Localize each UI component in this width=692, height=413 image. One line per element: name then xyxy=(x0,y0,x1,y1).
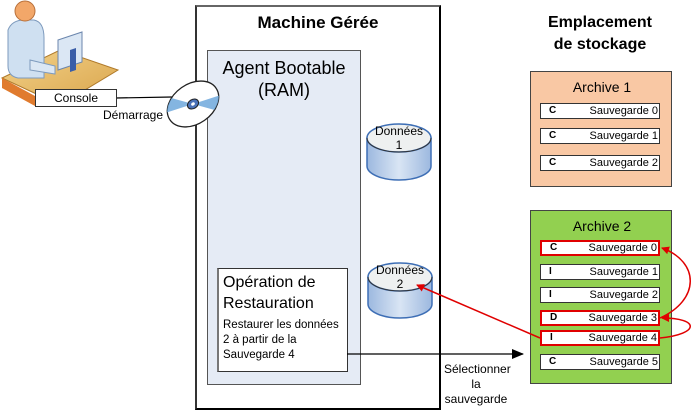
backup-name: Sauvegarde 4 xyxy=(588,332,658,344)
restore-operation-title: Opération de Restauration xyxy=(223,272,316,314)
backup-type: D xyxy=(550,312,558,323)
select-backup-label: Sélectionner la sauvegarde xyxy=(444,362,511,407)
console-label: Console xyxy=(35,89,117,107)
backup-name: Sauvegarde 2 xyxy=(589,157,659,169)
restore-operation-description: Restaurer les données 2 à partir de la S… xyxy=(223,318,339,363)
archive-title: Archive 2 xyxy=(572,218,632,234)
restore-operation-box xyxy=(217,268,348,372)
backup-name: Sauvegarde 3 xyxy=(588,312,658,324)
archive-title: Archive 1 xyxy=(572,79,632,95)
select-label-line1: Sélectionner xyxy=(444,362,511,376)
managed-machine-title: Machine Gérée xyxy=(257,13,379,32)
select-label-line3: sauvegarde xyxy=(444,392,508,406)
backup-name: Sauvegarde 1 xyxy=(589,266,659,278)
op-desc-line3: Sauvegarde 4 xyxy=(223,349,295,361)
backup-name: Sauvegarde 1 xyxy=(589,130,659,142)
agent-title-line1: Agent Bootable xyxy=(222,58,346,78)
backup-row[interactable]: C Sauvegarde 1 xyxy=(540,128,660,144)
backup-name: Sauvegarde 2 xyxy=(589,289,659,301)
op-desc-line1: Restaurer les données xyxy=(223,319,339,331)
backup-row[interactable]: I Sauvegarde 1 xyxy=(540,264,660,280)
backup-type: C xyxy=(549,157,557,168)
backup-name: Sauvegarde 0 xyxy=(589,105,659,117)
storage-title-line1: Emplacement xyxy=(547,14,653,31)
op-title-line1: Opération de xyxy=(223,274,316,291)
backup-type: C xyxy=(549,356,557,367)
boot-label: Démarrage xyxy=(103,108,164,122)
op-title-line2: Restauration xyxy=(223,295,314,312)
volume-label-line2: 1 xyxy=(395,138,403,152)
data-volume-1-label: Données 1 xyxy=(367,124,431,152)
op-desc-line2: 2 à partir de la xyxy=(223,334,297,346)
backup-row[interactable]: I Sauvegarde 2 xyxy=(540,287,660,303)
backup-type: C xyxy=(549,130,557,141)
backup-row-highlighted[interactable]: C Sauvegarde 0 xyxy=(540,240,660,256)
backup-row[interactable]: C Sauvegarde 2 xyxy=(540,155,660,171)
backup-row[interactable]: C Sauvegarde 5 xyxy=(540,354,660,370)
backup-type: I xyxy=(550,332,553,343)
backup-row[interactable]: C Sauvegarde 0 xyxy=(540,103,660,119)
volume-label-line2: 2 xyxy=(396,277,404,291)
backup-name: Sauvegarde 5 xyxy=(589,356,659,368)
storage-location-title: Emplacement de stockage xyxy=(520,12,680,56)
backup-row-highlighted[interactable]: I Sauvegarde 4 xyxy=(540,330,660,346)
backup-row-highlighted[interactable]: D Sauvegarde 3 xyxy=(540,310,660,326)
bootable-agent-title: Agent Bootable (RAM) xyxy=(207,57,361,101)
volume-label-line1: Données xyxy=(374,124,424,138)
volume-label-line1: Données xyxy=(375,263,425,277)
backup-name: Sauvegarde 0 xyxy=(588,242,658,254)
console-boot-line xyxy=(115,96,173,99)
storage-title-line2: de stockage xyxy=(553,36,647,53)
backup-type: I xyxy=(549,289,552,300)
agent-title-line2: (RAM) xyxy=(258,80,310,100)
backup-type: I xyxy=(549,266,552,277)
backup-type: C xyxy=(549,105,557,116)
select-label-line2: la xyxy=(471,377,481,391)
data-volume-2-label: Données 2 xyxy=(368,263,432,291)
backup-type: C xyxy=(550,242,558,253)
